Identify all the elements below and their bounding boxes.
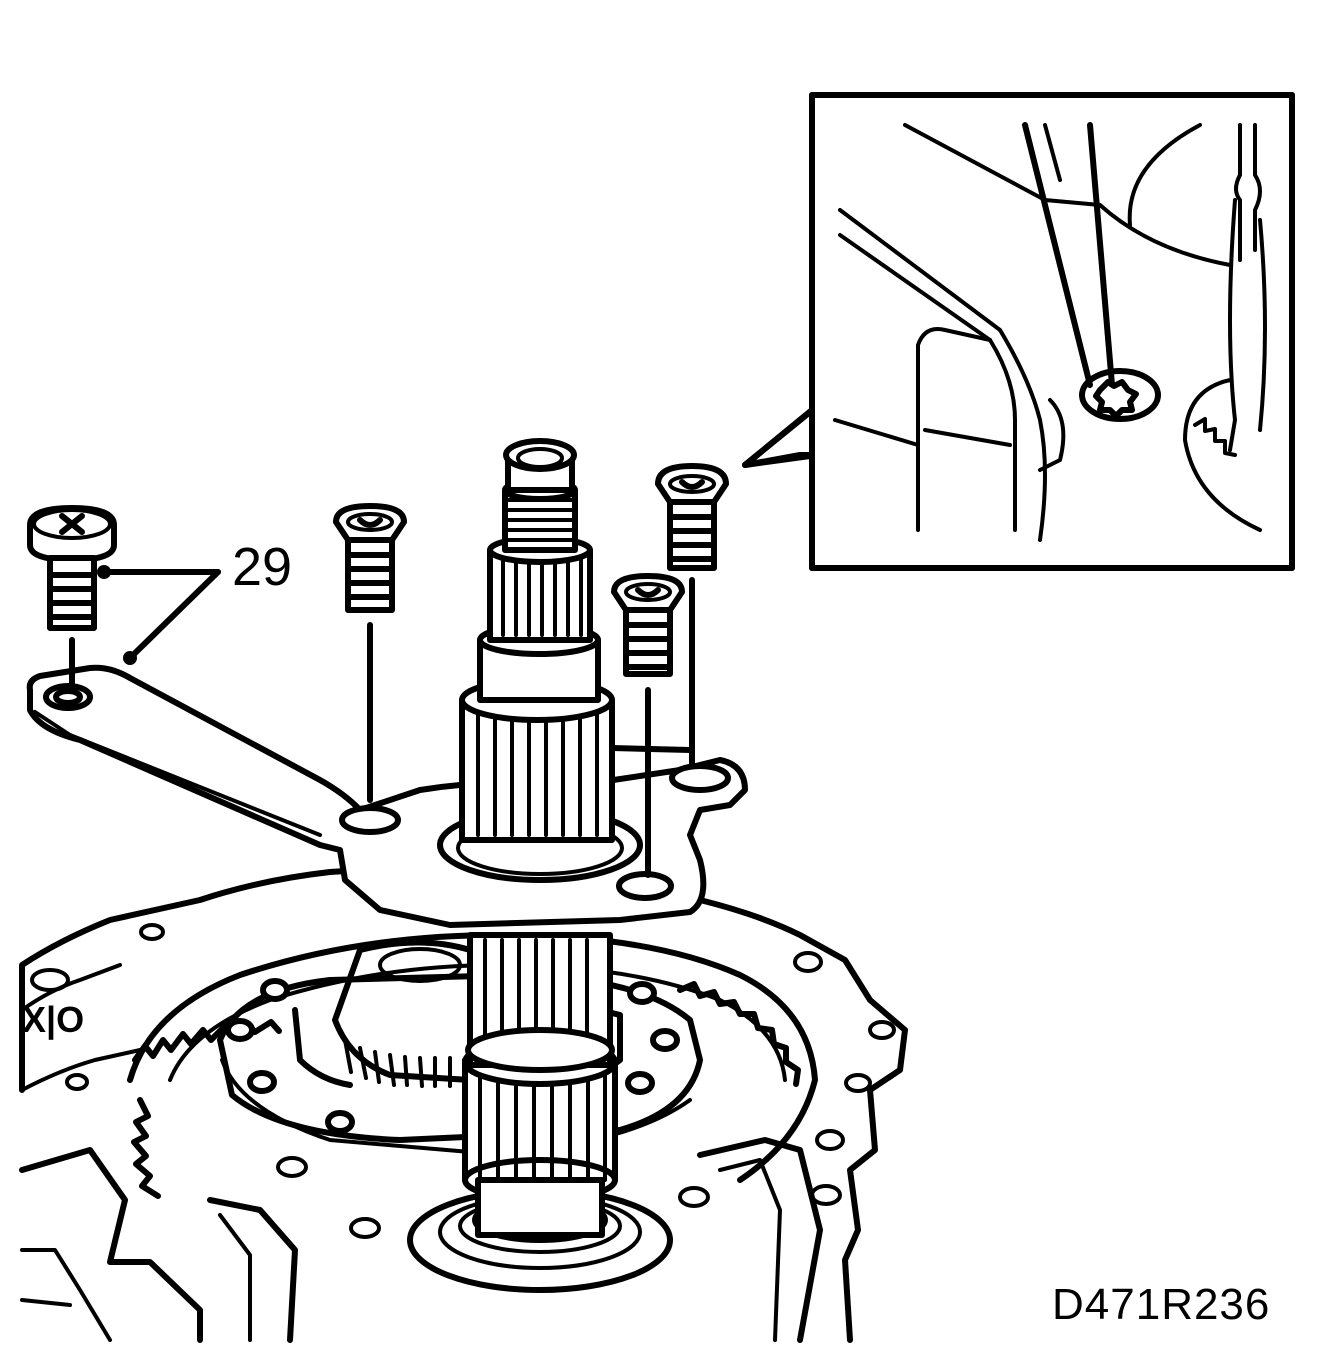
- callout-number: 29: [232, 537, 293, 597]
- input-shaft: [459, 438, 615, 843]
- svg-text:X|O: X|O: [22, 999, 84, 1041]
- holding-bracket: [26, 664, 748, 928]
- callout-leader: [97, 565, 221, 665]
- flat-head-bolt-icon: [333, 503, 407, 803]
- torx-detail-icon: [742, 92, 1295, 571]
- mainshaft: [407, 932, 673, 1293]
- figure-code: D471R236: [1052, 1280, 1271, 1329]
- gearbox-housing: X|O: [19, 857, 908, 1343]
- phillips-bolt-icon: [27, 505, 117, 693]
- flat-head-bolt-icon: [611, 573, 685, 878]
- flat-head-bolt-icon: [655, 463, 729, 768]
